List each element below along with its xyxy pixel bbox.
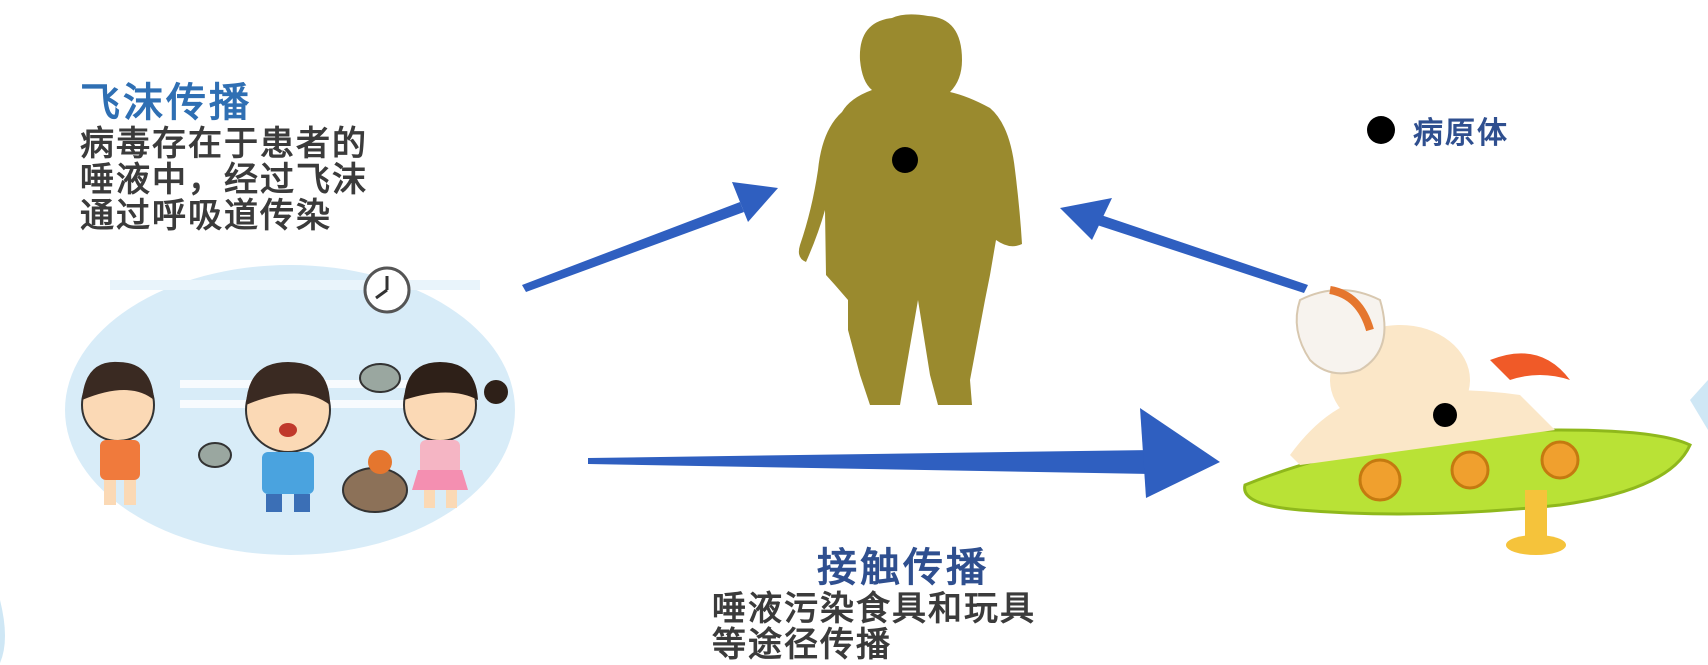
contact-desc-line: 等途径传播 xyxy=(712,625,892,665)
person-silhouette xyxy=(798,14,1022,406)
droplet-transmission-title: 飞沫传播 xyxy=(80,80,252,126)
pathogen-dot-toy xyxy=(1433,403,1457,427)
pathogen-legend-label: 病原体 xyxy=(1413,116,1509,151)
pathogen-dot-person xyxy=(892,147,918,173)
arrow-droplet-to-person xyxy=(522,182,778,292)
rocking-horse-toy xyxy=(1243,286,1692,555)
clock-icon xyxy=(363,266,411,314)
children-illustration xyxy=(65,265,515,555)
droplet-desc-line: 病毒存在于患者的 xyxy=(80,124,368,164)
contact-transmission-block: 接触传播 唾液污染食具和玩具 等途径传播 xyxy=(712,545,1172,663)
contact-desc-line: 唾液污染食具和玩具 xyxy=(712,589,1036,629)
droplet-desc-line: 唾液中，经过飞沫 xyxy=(80,160,368,200)
child-left xyxy=(81,361,155,505)
droplet-desc-line: 通过呼吸道传染 xyxy=(80,196,332,236)
droplet-transmission-block: 飞沫传播 病毒存在于患者的 唾液中，经过飞沫 通过呼吸道传染 xyxy=(80,80,500,234)
arrow-children-to-toy xyxy=(588,408,1220,498)
arrow-toy-to-person xyxy=(1060,198,1308,293)
legend: 病原体 xyxy=(1367,108,1509,152)
child-center xyxy=(245,362,331,512)
child-right xyxy=(403,362,508,508)
corner-decoration-right xyxy=(1690,380,1708,430)
contact-transmission-title: 接触传播 xyxy=(817,545,989,591)
pathogen-legend-dot-icon xyxy=(1367,116,1395,144)
corner-decoration-left xyxy=(0,600,5,663)
